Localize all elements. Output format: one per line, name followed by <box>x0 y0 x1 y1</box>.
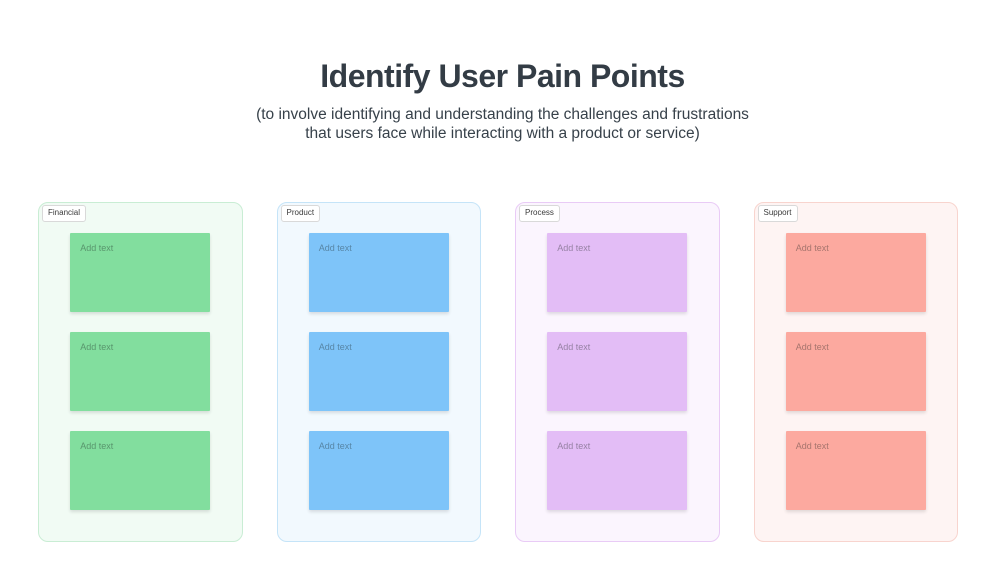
column-financial: Financial Add text Add text Add text <box>38 202 243 542</box>
column-label-chip[interactable]: Product <box>280 205 321 222</box>
sticky-card[interactable]: Add text <box>308 431 449 510</box>
column-support: Support Add text Add text Add text <box>753 202 958 542</box>
card-placeholder: Add text <box>557 243 591 253</box>
sticky-card[interactable]: Add text <box>70 431 211 510</box>
card-placeholder: Add text <box>557 342 591 352</box>
card-placeholder: Add text <box>318 441 352 451</box>
card-placeholder: Add text <box>795 243 829 253</box>
slide-header: Identify User Pain Points (to involve id… <box>0 58 1005 143</box>
card-placeholder: Add text <box>80 243 114 253</box>
card-placeholder: Add text <box>557 441 591 451</box>
sticky-card[interactable]: Add text <box>70 233 211 312</box>
sticky-card[interactable]: Add text <box>308 332 449 411</box>
card-placeholder: Add text <box>318 243 352 253</box>
sticky-card[interactable]: Add text <box>547 332 688 411</box>
column-label-chip[interactable]: Financial <box>42 205 87 222</box>
board: Financial Add text Add text Add text Pro… <box>38 202 958 542</box>
sticky-card[interactable]: Add text <box>308 233 449 312</box>
card-placeholder: Add text <box>80 342 114 352</box>
page-subtitle: (to involve identifying and understandin… <box>0 105 1005 143</box>
subtitle-line-2: that users face while interacting with a… <box>305 124 700 142</box>
card-placeholder: Add text <box>318 342 352 352</box>
subtitle-line-1: (to involve identifying and understandin… <box>256 105 749 123</box>
sticky-card[interactable]: Add text <box>70 332 211 411</box>
card-placeholder: Add text <box>795 342 829 352</box>
sticky-card[interactable]: Add text <box>547 233 688 312</box>
column-label-chip[interactable]: Process <box>519 205 560 222</box>
page-title: Identify User Pain Points <box>320 58 685 94</box>
card-placeholder: Add text <box>795 441 829 451</box>
column-process: Process Add text Add text Add text <box>515 202 720 542</box>
column-product: Product Add text Add text Add text <box>276 202 481 542</box>
sticky-card[interactable]: Add text <box>785 332 926 411</box>
sticky-card[interactable]: Add text <box>547 431 688 510</box>
sticky-card[interactable]: Add text <box>785 233 926 312</box>
sticky-card[interactable]: Add text <box>785 431 926 510</box>
column-label-chip[interactable]: Support <box>757 205 798 222</box>
card-placeholder: Add text <box>80 441 114 451</box>
